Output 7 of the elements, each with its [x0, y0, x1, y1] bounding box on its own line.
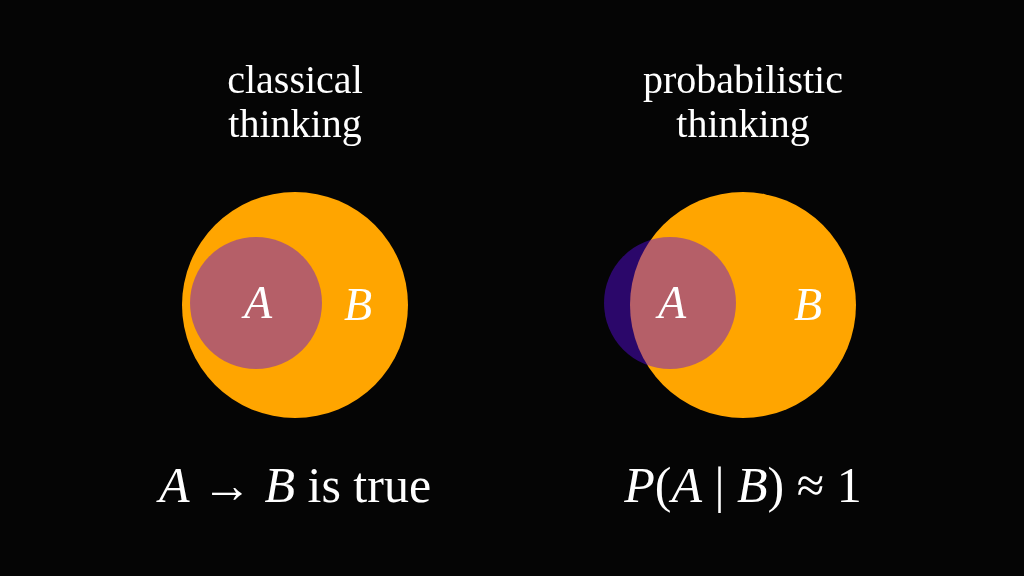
- set-label: A: [243, 280, 273, 326]
- set-label: A: [657, 280, 687, 326]
- set-label: B: [343, 282, 373, 328]
- formula: A → B is true: [158, 460, 432, 510]
- set-label: B: [793, 282, 823, 328]
- heading: classical thinking: [226, 58, 364, 146]
- heading: probabilistic thinking: [642, 58, 844, 146]
